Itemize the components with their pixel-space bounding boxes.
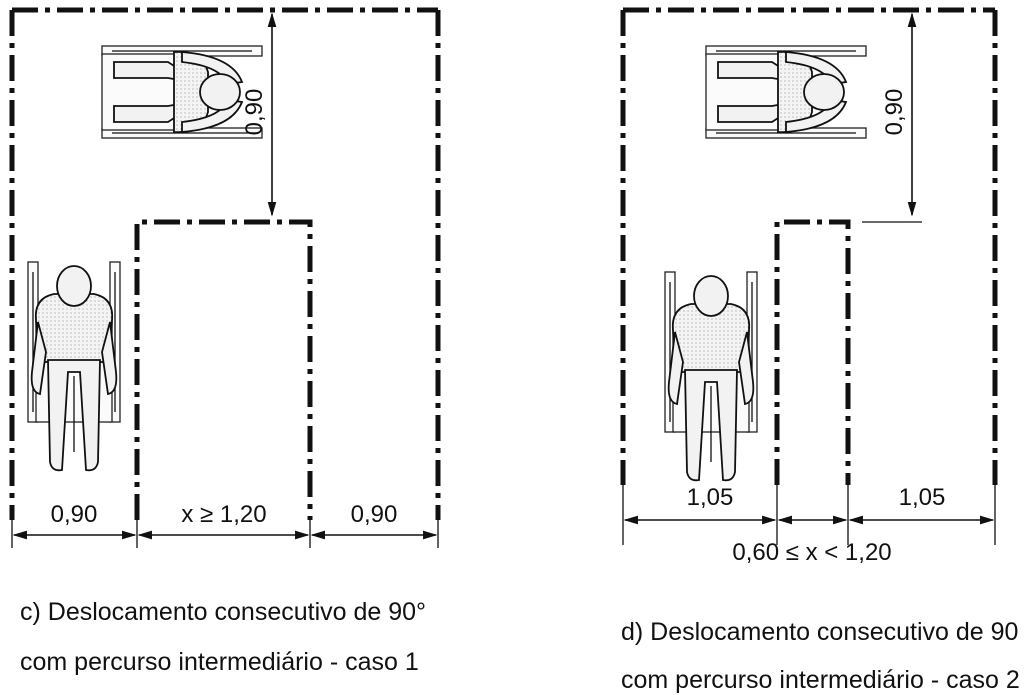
d-vertical-dimension-label: 0,90 xyxy=(881,89,908,136)
c-dimension-middle: x ≥ 1,20 xyxy=(181,501,266,528)
d-inner-block xyxy=(774,219,851,485)
c-wheelchair-user-bottom xyxy=(27,261,121,472)
c-dimension-left: 0,90 xyxy=(51,501,98,528)
c-wheelchair-user-top xyxy=(101,45,263,139)
d-dimension-right: 1,05 xyxy=(899,484,946,511)
d-caption-line-1: d) Deslocamento consecutivo de 90 xyxy=(621,618,1018,646)
d-wheelchair-user-top xyxy=(705,45,867,139)
panel-c: 0,90 0,90 x ≥ 1,20 0,90 c) Deslocamento … xyxy=(9,7,441,676)
c-vertical-dimension-label: 0,90 xyxy=(241,89,268,136)
c-caption-line-2: com percurso intermediário - caso 1 xyxy=(20,648,419,676)
c-dimension-right: 0,90 xyxy=(351,501,398,528)
d-wheelchair-user-bottom xyxy=(664,271,758,482)
panel-d: 0,90 1,05 1,05 0,60 ≤ x < 1,20 d) Desloc… xyxy=(620,7,1020,694)
d-dimension-middle: 0,60 ≤ x < 1,20 xyxy=(732,539,891,566)
d-dimension-left: 1,05 xyxy=(687,484,734,511)
c-inner-block xyxy=(134,219,313,520)
d-caption-line-2: com percurso intermediário - caso 2 xyxy=(621,666,1020,694)
c-caption-line-1: c) Deslocamento consecutivo de 90° xyxy=(20,598,426,626)
